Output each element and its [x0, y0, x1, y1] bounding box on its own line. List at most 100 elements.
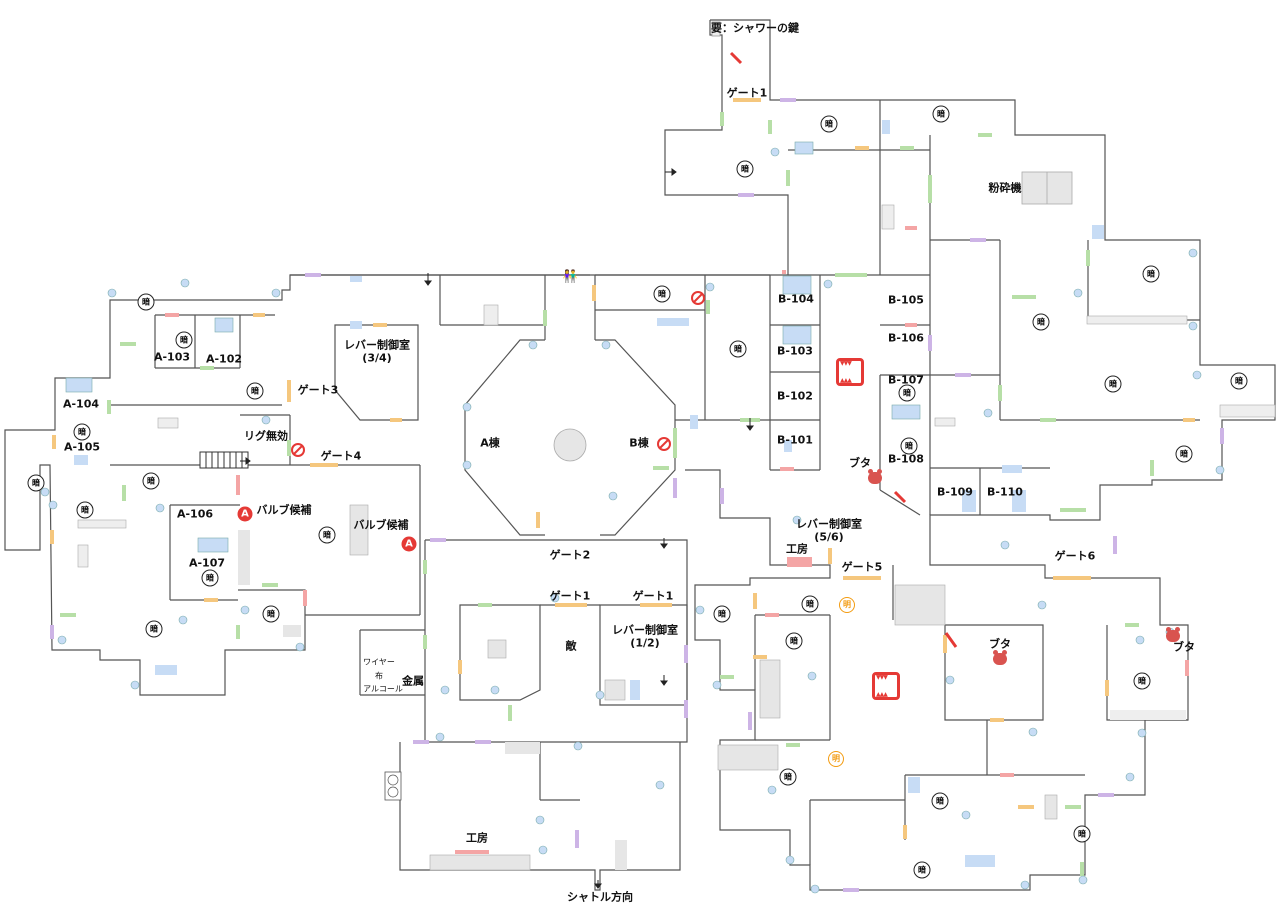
room-a107[interactable]: A-107 — [188, 556, 226, 570]
pig-2-label: ブタ — [989, 637, 1011, 651]
room-b105[interactable]: B-105 — [888, 293, 924, 307]
room-a102[interactable]: A-102 — [205, 352, 243, 366]
room-a106[interactable]: A-106 — [176, 507, 214, 521]
arrow-icons — [240, 168, 754, 889]
lever-room-34-name: レバー制御室 — [344, 338, 410, 352]
dark-marker: 暗 — [898, 384, 916, 402]
dark-marker: 暗 — [137, 293, 155, 311]
lever-room-12-label: レバー制御室(1/2) — [612, 624, 678, 649]
dark-marker: 暗 — [779, 768, 797, 786]
shuttle-direction-label: シャトル方向 — [567, 890, 633, 904]
lever-room-34-count: (3/4) — [362, 351, 392, 364]
room-b104[interactable]: B-104 — [778, 292, 814, 306]
monster-mouth-icon — [872, 672, 900, 700]
bright-marker: 明 — [839, 597, 855, 613]
gate4-label: ゲート4 — [320, 449, 362, 463]
dark-marker: 暗 — [820, 115, 838, 133]
dark-marker: 暗 — [900, 437, 918, 455]
dark-marker: 暗 — [1133, 672, 1151, 690]
dark-marker: 暗 — [1230, 372, 1248, 390]
room-b110[interactable]: B-110 — [987, 485, 1023, 499]
room-b103[interactable]: B-103 — [777, 344, 813, 358]
lever-room-12-count: (1/2) — [630, 636, 660, 649]
center-fountain — [553, 428, 587, 462]
pig-icon — [868, 469, 882, 484]
dark-marker: 暗 — [262, 605, 280, 623]
room-b101[interactable]: B-101 — [777, 433, 813, 447]
room-b102[interactable]: B-102 — [777, 389, 813, 403]
lever-room-56-count: (5/6) — [814, 530, 844, 543]
valve-candidate-2-label: バルブ候補 — [353, 518, 409, 532]
bright-marker: 明 — [828, 751, 844, 767]
pig-icon — [1166, 627, 1180, 642]
key-icon-2 — [944, 632, 958, 648]
crusher-label: 粉砕機 — [988, 181, 1022, 195]
dark-marker: 暗 — [1073, 825, 1091, 843]
no-entry-icon — [291, 443, 305, 457]
room-b107[interactable]: B-107 — [888, 373, 924, 387]
dark-marker: 暗 — [931, 792, 949, 810]
enemy-label: 敵 — [565, 639, 577, 653]
walls — [4, 19, 1276, 891]
wire-label: ワイヤー — [363, 657, 395, 667]
dark-marker: 暗 — [1104, 375, 1122, 393]
room-b108[interactable]: B-108 — [888, 452, 924, 466]
room-b109[interactable]: B-109 — [937, 485, 973, 499]
rig-disable-label: リグ無効 — [244, 429, 288, 443]
gate6-label: ゲート6 — [1054, 549, 1096, 563]
dark-marker: 暗 — [246, 382, 264, 400]
valve-candidate-icon: A — [237, 506, 253, 522]
dark-marker: 暗 — [145, 620, 163, 638]
no-entry-icon — [691, 291, 705, 305]
dark-marker: 暗 — [1032, 313, 1050, 331]
dark-marker: 暗 — [142, 472, 160, 490]
key-icon — [729, 51, 743, 65]
dark-marker: 暗 — [913, 861, 931, 879]
workshop-2-label: 工房 — [466, 831, 488, 845]
cloth-label: 布 — [375, 671, 383, 681]
dark-marker: 暗 — [785, 632, 803, 650]
gate1-top-label: ゲート1 — [726, 86, 768, 100]
shower-key-note: 要：シャワーの鍵 — [711, 21, 799, 35]
gate2-label: ゲート2 — [549, 548, 591, 562]
lever-room-12-name: レバー制御室 — [612, 623, 678, 637]
room-a105[interactable]: A-105 — [63, 440, 101, 454]
room-a104[interactable]: A-104 — [62, 397, 100, 411]
lever-room-34-label: レバー制御室(3/4) — [344, 339, 410, 364]
gate3-label: ゲート3 — [297, 383, 339, 397]
room-a103[interactable]: A-103 — [153, 350, 191, 364]
lever-room-56-label: レバー制御室(5/6) — [796, 518, 862, 543]
monster-mouth-icon — [836, 358, 864, 386]
dark-marker: 暗 — [27, 474, 45, 492]
alcohol-label: アルコール — [363, 684, 403, 694]
valve-candidate-1-label: バルブ候補 — [256, 503, 312, 517]
dark-marker: 暗 — [73, 423, 91, 441]
workshop-1-label: 工房 — [786, 542, 808, 556]
valve-candidate-icon: A — [401, 536, 417, 552]
dark-marker: 暗 — [736, 160, 754, 178]
building-a-label: A棟 — [480, 436, 500, 450]
room-b106[interactable]: B-106 — [888, 331, 924, 345]
dark-marker: 暗 — [1175, 445, 1193, 463]
pig-1-label: ブタ — [849, 456, 871, 470]
dark-marker: 暗 — [1142, 265, 1160, 283]
dark-marker: 暗 — [801, 595, 819, 613]
furniture — [65, 21, 1276, 871]
gate1-left-label: ゲート1 — [549, 589, 591, 603]
doors — [50, 98, 1224, 892]
pig-3-label: ブタ — [1173, 640, 1195, 654]
dark-marker: 暗 — [729, 340, 747, 358]
gate1-right-label: ゲート1 — [632, 589, 674, 603]
lever-room-56-name: レバー制御室 — [796, 517, 862, 531]
pig-icon — [993, 650, 1007, 665]
restroom-icon: 👫 — [562, 269, 578, 283]
dark-marker: 暗 — [175, 331, 193, 349]
building-b-label: B棟 — [629, 436, 649, 450]
dark-marker: 暗 — [653, 285, 671, 303]
key-icon-3 — [893, 490, 907, 504]
gate5-label: ゲート5 — [841, 560, 883, 574]
no-entry-icon — [657, 437, 671, 451]
dark-marker: 暗 — [76, 501, 94, 519]
dark-marker: 暗 — [201, 569, 219, 587]
